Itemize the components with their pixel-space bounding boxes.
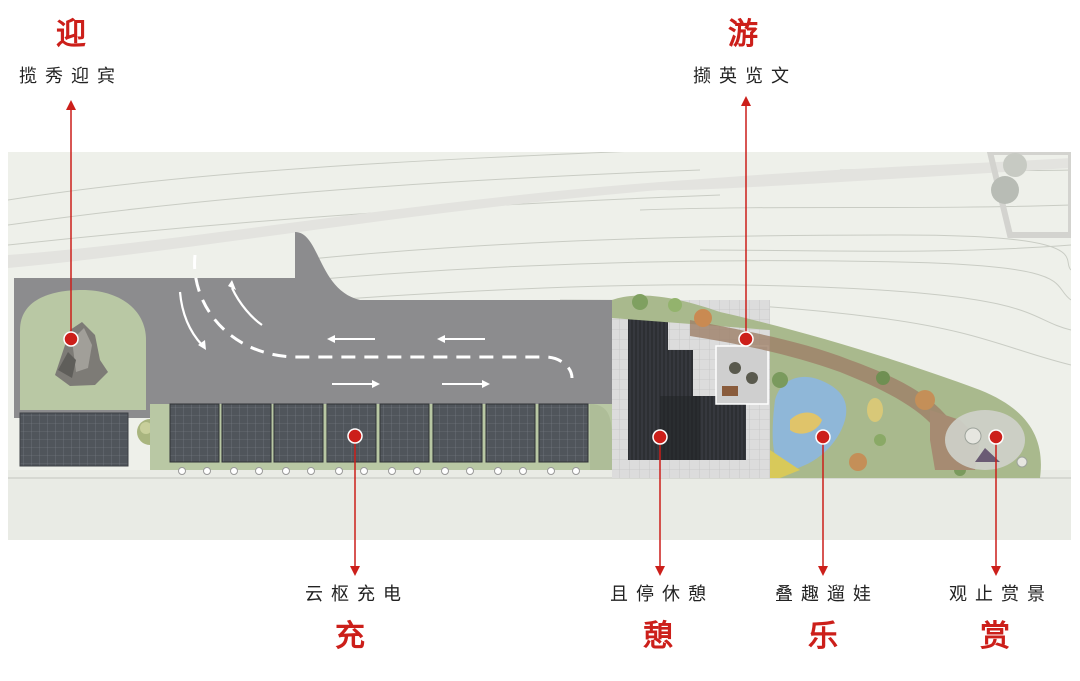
zone-title-tour: 游 xyxy=(728,17,758,52)
zone-subtitle-play: 叠趣遛娃 xyxy=(775,584,879,605)
left-solar-roof xyxy=(19,412,129,467)
zone-title-charge: 充 xyxy=(335,619,365,654)
viewing-circle xyxy=(945,410,1028,470)
zone-subtitle-tour: 撷英览文 xyxy=(693,66,797,87)
bottom-strip xyxy=(8,470,1071,540)
charging-canopies xyxy=(169,403,589,463)
zone-subtitle-welcome: 揽秀迎宾 xyxy=(19,66,123,87)
callout-dots xyxy=(63,331,1004,445)
zone-subtitle-charge: 云枢充电 xyxy=(305,584,409,605)
terrace xyxy=(715,345,769,405)
zone-title-rest: 憩 xyxy=(643,619,673,654)
zone-subtitle-rest: 且停休憩 xyxy=(610,584,714,605)
zone-title-view: 赏 xyxy=(980,619,1010,654)
garden-shrubs xyxy=(632,294,966,476)
charger-posts xyxy=(178,467,580,475)
service-building-roof xyxy=(628,308,746,460)
upper-road xyxy=(8,158,1071,268)
zone-title-welcome: 迎 xyxy=(56,17,86,52)
zone-subtitle-view: 观止赏景 xyxy=(949,584,1053,605)
road-markings xyxy=(178,254,574,385)
corner-building-outline xyxy=(986,152,1071,238)
zone-title-play: 乐 xyxy=(808,619,838,654)
callouts xyxy=(70,102,997,570)
road-arrowheads xyxy=(198,280,490,388)
callout-arrowheads xyxy=(66,96,1001,576)
